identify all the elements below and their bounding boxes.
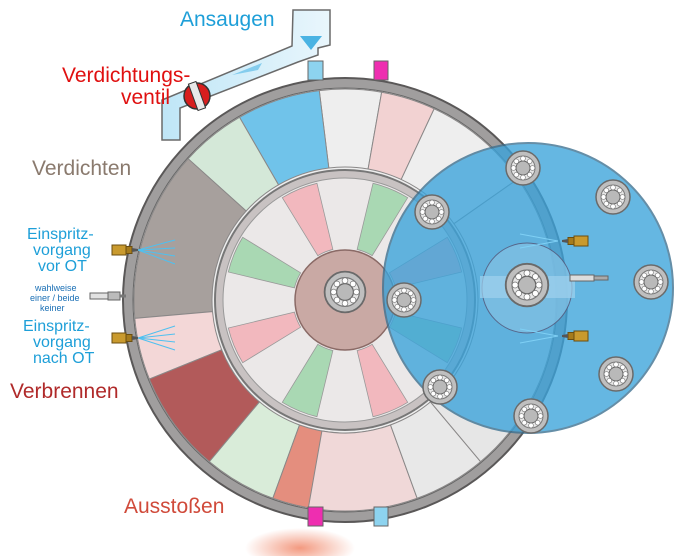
chamber-segment: [238, 90, 330, 186]
label-inject-before-2: vorgang: [33, 242, 91, 259]
label-valve-2: ventil: [121, 86, 170, 109]
rotor-vane: [281, 182, 334, 257]
compression-valve-icon: [183, 80, 211, 112]
label-valve-1: Verdichtungs-: [62, 64, 190, 87]
label-inject-after-1: Einspritz-: [23, 318, 90, 335]
bearing-icon: [386, 282, 422, 318]
exhaust-glow: [245, 528, 355, 556]
center-bearing: [323, 270, 367, 314]
chamber-segment: [148, 349, 261, 463]
bearing-icon: [598, 356, 634, 392]
left-spark-plug-icon: [89, 291, 126, 301]
right-injectors: [519, 233, 609, 344]
chamber-segment: [208, 401, 301, 499]
rotor-vane: [356, 343, 409, 418]
intake-arrow-icon: [300, 36, 322, 50]
intake-port: [307, 60, 324, 81]
left-injectors: [89, 239, 176, 351]
rotor-vane: [281, 343, 334, 418]
rotor-vane: [356, 182, 409, 257]
label-inject-after-2: vorgang: [33, 334, 91, 351]
bearing-icon: [414, 194, 450, 230]
bearing-icon: [595, 179, 631, 215]
label-inject-before-3: vor OT: [38, 258, 87, 275]
label-spark-1: wahlweise: [34, 283, 77, 293]
bearing-icon: [633, 264, 669, 300]
bearing-icon: [422, 369, 458, 405]
bearing-icon: [513, 398, 549, 434]
port-marker-bottom: [307, 506, 324, 527]
label-combust: Verbrennen: [10, 380, 119, 403]
chamber-segment: [389, 401, 482, 499]
label-inject-after-3: nach OT: [33, 350, 95, 367]
rotor-vane: [227, 236, 302, 289]
spark-plug-icon: [569, 274, 609, 282]
label-compress: Verdichten: [32, 157, 131, 180]
chamber-segment: [133, 158, 247, 319]
label-intake: Ansaugen: [180, 8, 275, 31]
port-marker-top: [373, 60, 389, 81]
chamber-segment: [134, 311, 223, 380]
label-spark-2: einer / beide: [30, 293, 80, 303]
label-spark-3: keiner: [40, 303, 65, 313]
bearing-icon: [505, 150, 541, 186]
bearing-icon: [504, 262, 550, 308]
label-inject-before-1: Einspritz-: [27, 226, 94, 243]
intake-pipe: [161, 9, 331, 141]
chamber-segment: [187, 116, 280, 212]
label-exhaust: Ausstoßen: [124, 495, 224, 518]
rotor-vane: [227, 311, 302, 364]
exhaust-port: [373, 506, 389, 527]
